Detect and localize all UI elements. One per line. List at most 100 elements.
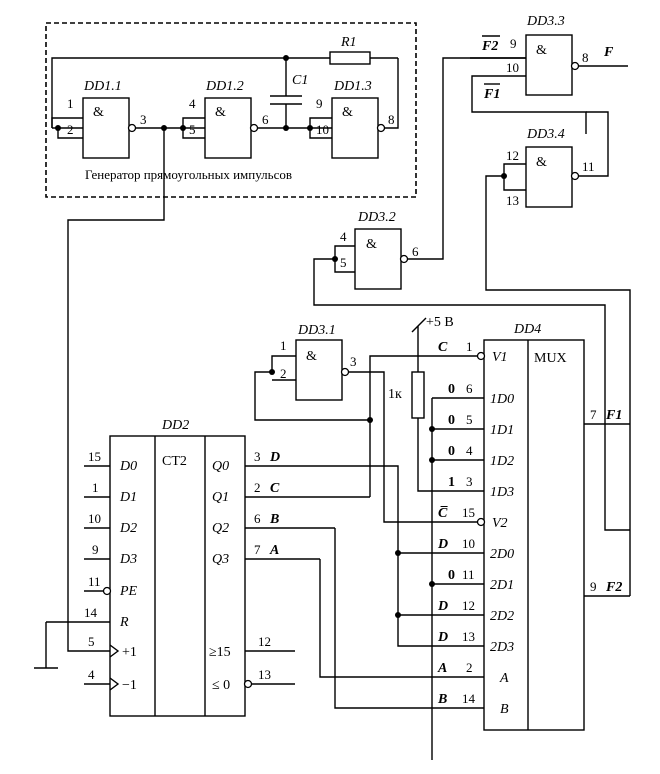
dd2-in-pin-3: 9 xyxy=(92,542,99,557)
dd2-out-signal-0: D xyxy=(269,450,280,465)
wire-dd3-1-out xyxy=(349,371,484,523)
dd3-3-in-signal-f2: F2 xyxy=(481,39,498,54)
dd4-in-pin-5: 15 xyxy=(462,505,475,520)
dd4-in-name-4: 1D3 xyxy=(490,485,514,500)
dd3-4-pin-in-1: 12 xyxy=(506,148,519,163)
dd4-v1-bubble xyxy=(476,351,486,361)
dd4-in-pin-0: 1 xyxy=(466,339,473,354)
dd4-in-pin-10: 2 xyxy=(466,660,473,675)
dd4-in-pin-2: 5 xyxy=(466,412,473,427)
dd4-in-pin-1: 6 xyxy=(466,381,473,396)
dd3-3-pin-in-2: 10 xyxy=(506,60,519,75)
wire-dd1-2-in2 xyxy=(182,128,205,139)
dd2-in-pin-2: 10 xyxy=(88,511,101,526)
dd2-out-name-2: Q2 xyxy=(212,521,229,536)
dd3-2-label: DD3.2 xyxy=(357,210,396,225)
dd3-2-pin-in-2: 5 xyxy=(340,255,347,270)
wire-dd3-2-in1 xyxy=(334,245,355,259)
dd4-in-name-1: 1D0 xyxy=(490,392,514,407)
dd3-1-label: DD3.1 xyxy=(297,323,336,338)
dd4-in-name-8: 2D2 xyxy=(490,609,514,624)
wire-dd3-4-in2 xyxy=(503,176,526,191)
dd4-in-pin-9: 13 xyxy=(462,629,475,644)
dd2-in-pin-5: 14 xyxy=(84,605,98,620)
dd4-in-pin-7: 11 xyxy=(462,567,475,582)
dd4-v2-bubble xyxy=(476,517,486,527)
dd2-out-signal-2: B xyxy=(269,512,279,527)
dd2-out-name-0: Q0 xyxy=(212,459,229,474)
dd4-in-signal-0: C xyxy=(438,340,448,355)
dd4-in-name-2: 1D1 xyxy=(490,423,514,438)
dd2-clock-triangle-down xyxy=(109,677,120,691)
dd3-3-pin-out: 8 xyxy=(582,50,589,65)
dd1-3-and-symbol: & xyxy=(342,105,353,120)
dd4-in-signal-3: 0 xyxy=(448,444,455,459)
junction-dd1-2-in xyxy=(180,125,186,131)
junction-zero-1d2 xyxy=(429,457,435,463)
vcc-label: +5 В xyxy=(426,315,454,330)
gate-dd1-2: DD1.2 & 4 5 6 xyxy=(189,79,269,159)
dd1-1-pin-in-2: 2 xyxy=(67,122,74,137)
dd4-in-name-7: 2D1 xyxy=(490,578,514,593)
gate-dd1-1: DD1.1 & 1 2 3 xyxy=(67,79,147,159)
dd1-3-pin-in-1: 9 xyxy=(316,96,323,111)
dd3-4-pin-in-2: 13 xyxy=(506,193,519,208)
dd2-borrow-pin: 13 xyxy=(258,667,271,682)
dd4-in-signal-6: D xyxy=(437,537,448,552)
wire-dd1-1-in1 xyxy=(51,117,83,128)
dd2-out-pin-3: 7 xyxy=(254,542,261,557)
dd2-in-name-7: −1 xyxy=(122,678,137,693)
dd4-in-pin-8: 12 xyxy=(462,598,475,613)
dd2-in-name-4: PE xyxy=(119,584,138,599)
wire-a-line xyxy=(319,559,484,678)
dd3-3-and-symbol: & xyxy=(536,43,547,58)
dd1-2-pin-in-1: 4 xyxy=(189,96,196,111)
resistor-r1 xyxy=(329,51,371,65)
dd4-in-name-3: 1D2 xyxy=(490,454,514,469)
dd3-3-out-signal: F xyxy=(603,45,614,60)
resistor-1k xyxy=(411,371,425,419)
resistor-1k-label: 1к xyxy=(388,387,402,402)
junction-dd1-1-in xyxy=(55,125,61,131)
dd2-in-name-0: D0 xyxy=(119,459,137,474)
dd2-in-name-2: D2 xyxy=(119,521,137,536)
gate-dd3-3: DD3.3 & 9 10 8 xyxy=(506,14,589,96)
r1-label: R1 xyxy=(340,35,357,50)
dd2-carry-pin: 12 xyxy=(258,634,271,649)
dd1-2-output-bubble xyxy=(249,123,259,133)
wire-clock-to-counter xyxy=(67,128,165,652)
wire-dd1-1-in2b xyxy=(57,128,83,139)
dd1-1-and-symbol: & xyxy=(93,105,104,120)
vcc-terminal xyxy=(411,317,427,333)
dd4-in-signal-4: 1 xyxy=(448,475,455,490)
dd4-in-pin-3: 4 xyxy=(466,443,473,458)
dd4-in-name-11: B xyxy=(500,702,509,717)
dd4-out-pin-f2: 9 xyxy=(590,579,597,594)
dd1-1-pin-in-1: 1 xyxy=(67,96,74,111)
junction-d-2d2 xyxy=(395,612,401,618)
dd3-1-pin-in-2: 2 xyxy=(280,366,287,381)
dd4-in-signal-11: B xyxy=(437,692,447,707)
dd4-in-signal-2: 0 xyxy=(448,413,455,428)
dd4-inputs: V1 1D0 1D1 1D2 1D3 V2 2D0 2D1 2D2 2D3 A … xyxy=(437,339,514,717)
dd2-out-pin-1: 2 xyxy=(254,480,261,495)
wire-dd1-3-in2 xyxy=(309,128,332,139)
dd1-2-pin-out: 6 xyxy=(262,112,269,127)
dd2-clock-triangle-up xyxy=(109,644,120,658)
dd2-in-name-5: R xyxy=(119,615,129,630)
gate-dd3-2: DD3.2 & 4 5 6 xyxy=(340,210,419,290)
dd4-out-pin-f1: 7 xyxy=(590,407,597,422)
wire-dd3-4-out xyxy=(579,111,609,177)
dd3-2-and-symbol: & xyxy=(366,237,377,252)
dd3-2-pin-out: 6 xyxy=(412,244,419,259)
generator-caption: Генератор прямоугольных импульсов xyxy=(85,167,292,182)
wire-dd3-1-in-loop xyxy=(254,371,370,421)
dd4-in-pin-6: 10 xyxy=(462,536,475,551)
wire-dd1-2-in1 xyxy=(182,117,205,128)
dd2-ct2: CT2 xyxy=(162,454,187,469)
junction-dd1-3-in xyxy=(307,125,313,131)
dd4-in-name-0: V1 xyxy=(492,350,508,365)
dd3-4-output-bubble xyxy=(570,171,580,181)
dd1-3-pin-out: 8 xyxy=(388,112,395,127)
